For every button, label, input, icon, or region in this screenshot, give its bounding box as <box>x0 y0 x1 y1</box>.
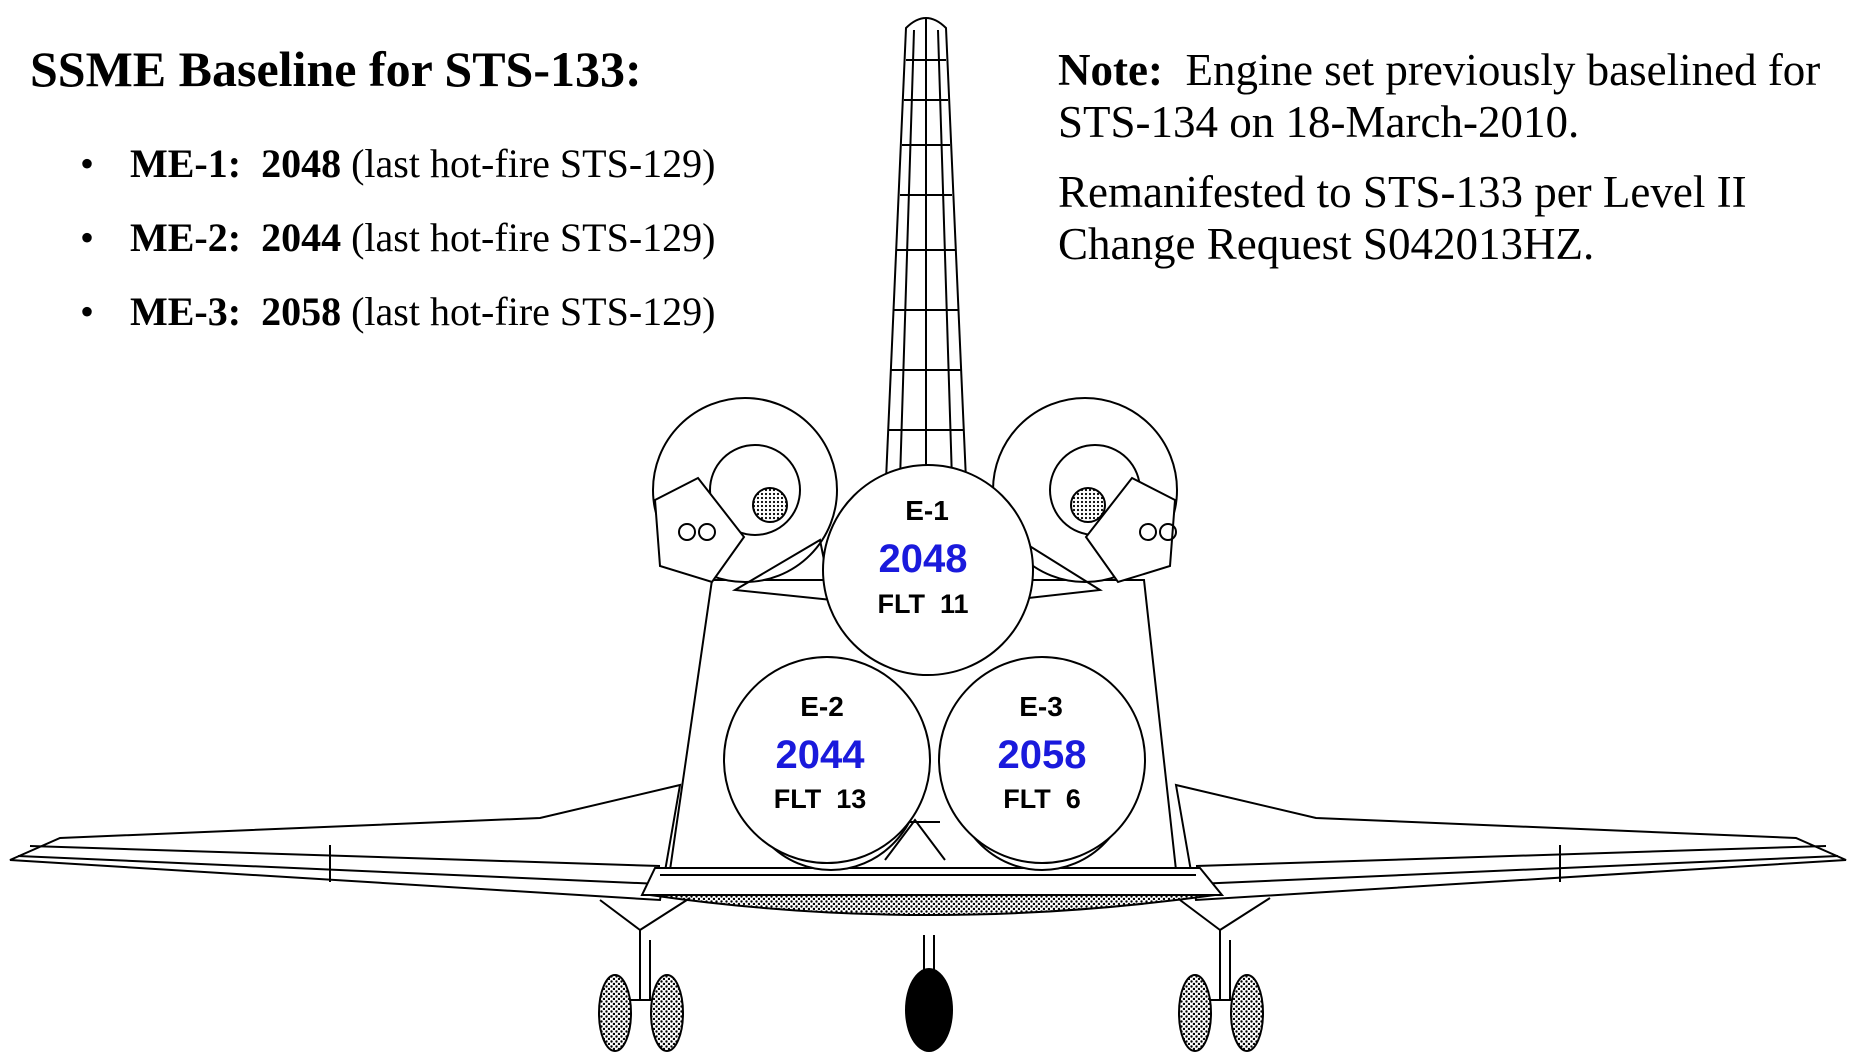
engine-e2-flight: FLT 13 <box>774 784 867 814</box>
vertical-tail <box>884 17 968 481</box>
right-wing <box>1174 783 1847 902</box>
left-oms-pod <box>652 397 838 602</box>
note-paragraph-1: Note: Engine set previously baselined fo… <box>1058 44 1838 148</box>
note-label: Note: <box>1058 45 1163 95</box>
engine-e2-serial: 2044 <box>776 733 866 777</box>
list-item: • ME-1: 2048 (last hot-fire STS-129) <box>80 140 715 214</box>
note-text-1: Engine set previously baselined for STS-… <box>1058 45 1821 147</box>
right-tire-outer <box>1230 974 1264 1052</box>
engine-id: ME-1: <box>130 141 242 186</box>
left-tire-outer <box>598 974 632 1052</box>
engine-detail: (last hot-fire STS-129) <box>351 289 716 334</box>
engine-id: ME-3: <box>130 289 242 334</box>
right-tire-inner <box>1178 974 1212 1052</box>
engine-e3-serial: 2058 <box>998 733 1087 777</box>
body-flap <box>640 818 1225 916</box>
left-tire-inner <box>650 974 684 1052</box>
engine-e1-serial: 2048 <box>879 537 968 581</box>
left-wing <box>9 783 682 902</box>
engine-baseline-list: • ME-1: 2048 (last hot-fire STS-129) • M… <box>80 140 715 362</box>
engine-serial: 2058 <box>261 289 342 334</box>
nose-tire <box>905 968 953 1052</box>
engine-detail: (last hot-fire STS-129) <box>351 215 716 260</box>
note-block: Note: Engine set previously baselined fo… <box>1058 44 1838 288</box>
page-title: SSME Baseline for STS-133: <box>30 41 642 97</box>
engine-serial: 2048 <box>261 141 342 186</box>
engine-serial: 2044 <box>261 215 342 260</box>
engine-e2-nozzle <box>723 656 931 864</box>
engine-e1-position: E-1 <box>905 495 949 526</box>
engine-e3-flight: FLT 6 <box>1003 784 1081 814</box>
engine-e2-position: E-2 <box>800 691 844 722</box>
bullet-icon: • <box>80 215 95 260</box>
bullet-icon: • <box>80 289 95 334</box>
right-oms-pod <box>992 397 1178 602</box>
list-item: • ME-3: 2058 (last hot-fire STS-129) <box>80 288 715 362</box>
bullet-icon: • <box>80 141 95 186</box>
note-paragraph-2: Remanifested to STS-133 per Level II Cha… <box>1058 167 1747 269</box>
engine-e1-flight: FLT 11 <box>877 589 968 619</box>
engine-e3-nozzle <box>938 656 1146 864</box>
engine-e1-nozzle <box>822 464 1034 676</box>
engine-detail: (last hot-fire STS-129) <box>351 141 716 186</box>
engine-id: ME-2: <box>130 215 242 260</box>
engine-e3-position: E-3 <box>1019 691 1063 722</box>
list-item: • ME-2: 2044 (last hot-fire STS-129) <box>80 214 715 288</box>
